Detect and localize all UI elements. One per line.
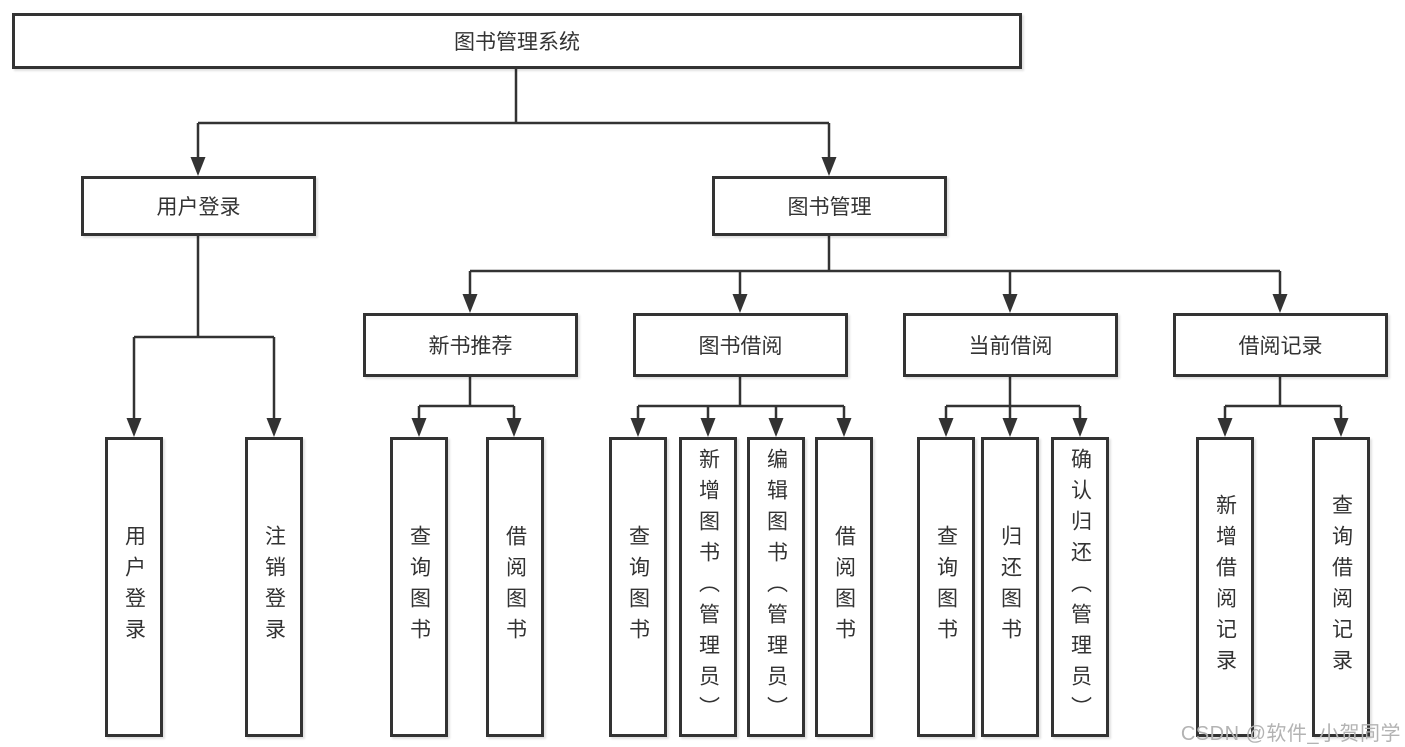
arrow-down-icon [411,418,427,437]
arrow-down-icon [700,418,716,437]
node-label: 编辑图书（管理员） [764,447,788,727]
watermark: CSDN @软件_小贺同学 [1180,723,1401,745]
node-leaf-confirm-return-admin: 确认归还（管理员） [1051,437,1109,737]
arrow-down-icon [266,418,282,437]
node-leaf-query-book-2: 查询图书 [609,437,667,737]
node-leaf-add-borrow-record: 新增借阅记录 [1196,437,1254,737]
node-label: 图书管理系统 [454,31,580,54]
node-label: 图书借阅 [698,335,783,358]
node-label: 用户登录 [122,525,146,649]
arrow-down-icon [1272,294,1288,313]
node-label: 查询借阅记录 [1329,494,1353,680]
node-label: 查询图书 [934,525,958,649]
node-label: 查询图书 [407,525,431,649]
arrow-down-icon [506,418,522,437]
node-book-management: 图书管理 [712,176,947,236]
node-label: 当前借阅 [968,335,1053,358]
node-user-login: 用户登录 [81,176,316,236]
node-label: 借阅记录 [1238,335,1323,358]
arrow-down-icon [732,294,748,313]
node-borrow-record: 借阅记录 [1173,313,1388,377]
node-label: 借阅图书 [503,525,527,649]
node-label: 查询图书 [626,525,650,649]
node-label: 图书管理 [787,196,872,219]
arrow-down-icon [1217,418,1233,437]
node-leaf-user-login: 用户登录 [105,437,163,737]
node-leaf-edit-book-admin: 编辑图书（管理员） [747,437,805,737]
arrow-down-icon [1072,418,1088,437]
node-leaf-query-book-1: 查询图书 [390,437,448,737]
arrow-down-icon [126,418,142,437]
node-label: 新增图书（管理员） [696,447,720,727]
node-label: 归还图书 [998,525,1022,649]
node-root: 图书管理系统 [12,13,1022,69]
arrow-down-icon [1002,418,1018,437]
node-label: 用户登录 [156,196,241,219]
arrow-down-icon [1002,294,1018,313]
node-label: 借阅图书 [832,525,856,649]
node-leaf-add-book-admin: 新增图书（管理员） [679,437,737,737]
node-current-borrow: 当前借阅 [903,313,1118,377]
node-label: 新书推荐 [428,335,513,358]
arrow-down-icon [821,157,837,176]
node-book-borrow: 图书借阅 [633,313,848,377]
arrow-down-icon [462,294,478,313]
node-leaf-logout: 注销登录 [245,437,303,737]
node-label: 确认归还（管理员） [1068,447,1092,727]
arrow-down-icon [768,418,784,437]
node-leaf-query-book-3: 查询图书 [917,437,975,737]
arrow-down-icon [190,157,206,176]
arrow-down-icon [836,418,852,437]
arrowheads [126,157,1349,437]
arrow-down-icon [1333,418,1349,437]
arrow-down-icon [938,418,954,437]
node-leaf-return-book: 归还图书 [981,437,1039,737]
node-label: 新增借阅记录 [1213,494,1237,680]
connector-path [132,69,1343,423]
node-leaf-borrow-book-2: 借阅图书 [815,437,873,737]
node-leaf-query-borrow-record: 查询借阅记录 [1312,437,1370,737]
arrow-down-icon [630,418,646,437]
node-leaf-borrow-book-1: 借阅图书 [486,437,544,737]
node-label: 注销登录 [262,525,286,649]
node-new-book-recommend: 新书推荐 [363,313,578,377]
